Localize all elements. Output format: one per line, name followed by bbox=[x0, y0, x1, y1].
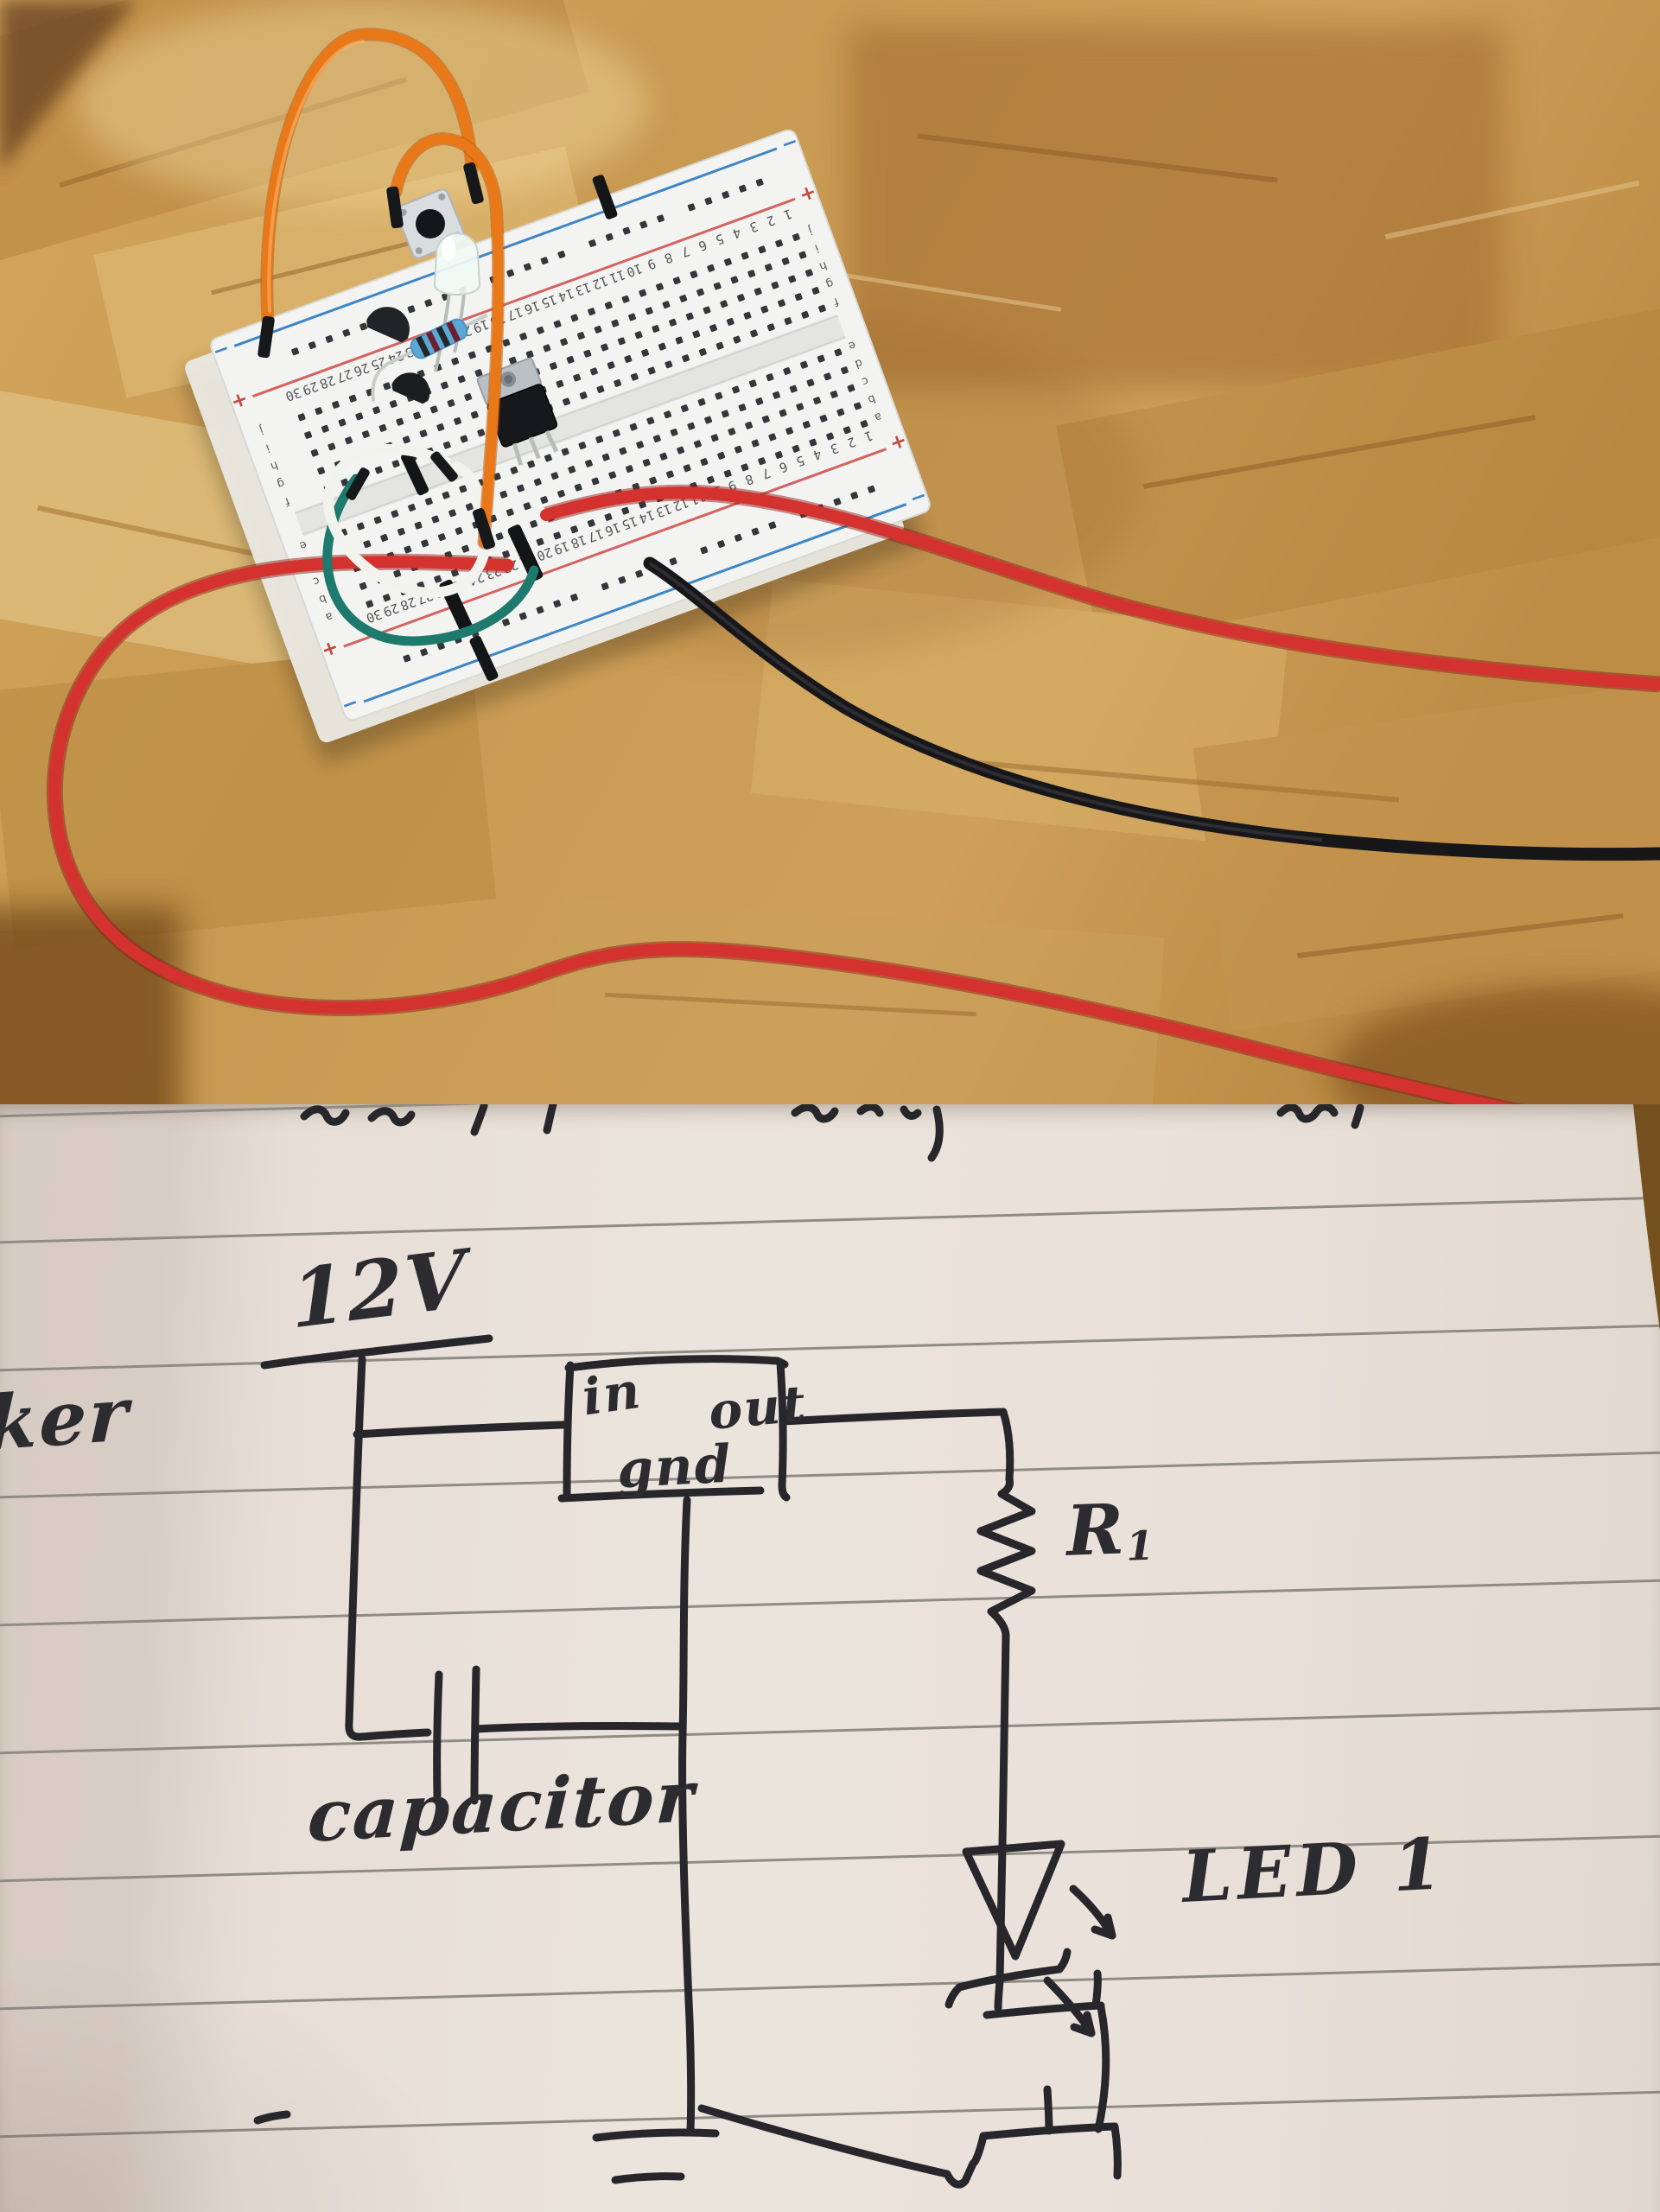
svg-text:j: j bbox=[806, 223, 814, 237]
svg-text:17: 17 bbox=[586, 525, 606, 545]
svg-text:28: 28 bbox=[398, 594, 418, 613]
svg-text:30: 30 bbox=[283, 385, 303, 404]
svg-text:10: 10 bbox=[625, 260, 645, 280]
blue-resistor bbox=[371, 314, 488, 402]
svg-text:f: f bbox=[831, 295, 840, 308]
regulator-box bbox=[353, 1355, 791, 1503]
teal-jumper bbox=[322, 474, 539, 646]
svg-text:29: 29 bbox=[301, 378, 321, 398]
svg-text:15: 15 bbox=[539, 291, 559, 311]
resistor-symbol bbox=[779, 1408, 1036, 1850]
partial-word-label: ker bbox=[0, 1370, 131, 1469]
svg-text:13: 13 bbox=[654, 500, 674, 520]
svg-text:j: j bbox=[258, 423, 265, 436]
svg-text:29: 29 bbox=[381, 600, 401, 620]
svg-text:c: c bbox=[860, 373, 870, 388]
svg-text:11: 11 bbox=[607, 266, 627, 286]
svg-text:15: 15 bbox=[620, 513, 639, 533]
jumper-pin-tips bbox=[258, 162, 496, 550]
svg-text:c: c bbox=[311, 574, 321, 588]
schematic-notebook: 12V ker in out gnd R1 LED 1 capacitor bbox=[0, 1104, 1660, 2212]
regulator-pin-out-label: out bbox=[706, 1374, 810, 1441]
regulator-pin-gnd-label: gnd bbox=[615, 1433, 735, 1501]
table-edge-wedge bbox=[1633, 1104, 1660, 1331]
svg-text:20: 20 bbox=[535, 544, 555, 564]
supply-voltage-label: 12V bbox=[288, 1231, 470, 1347]
svg-text:14: 14 bbox=[637, 507, 657, 527]
svg-text:26: 26 bbox=[352, 359, 372, 379]
resistor-label: R1 bbox=[1065, 1488, 1157, 1572]
svg-text:13: 13 bbox=[573, 279, 593, 299]
ground-symbol bbox=[592, 2128, 720, 2184]
svg-text:14: 14 bbox=[557, 285, 576, 305]
red-power-wire bbox=[540, 484, 1660, 693]
orange-jumper-b bbox=[389, 132, 506, 550]
led-label: LED 1 bbox=[1180, 1822, 1450, 1919]
supply-rail bbox=[260, 1334, 493, 1741]
regulator-pin-in-label: in bbox=[578, 1360, 646, 1427]
capacitor-symbol bbox=[433, 1665, 686, 1805]
light-reflection bbox=[78, 0, 648, 207]
stray-mark bbox=[253, 2110, 291, 2125]
svg-text:28: 28 bbox=[317, 372, 337, 392]
ruled-lines bbox=[0, 1104, 1660, 2139]
orange-jumper-a bbox=[260, 28, 479, 328]
schematic-ink bbox=[253, 1334, 1122, 2189]
black-power-wire bbox=[643, 556, 1660, 861]
capacitor-label: capacitor bbox=[305, 1755, 697, 1859]
svg-text:19: 19 bbox=[551, 537, 571, 557]
to92-transistor bbox=[391, 372, 430, 404]
svg-text:12: 12 bbox=[590, 273, 610, 293]
led-symbol bbox=[944, 1840, 1116, 2037]
svg-text:27: 27 bbox=[334, 365, 354, 385]
svg-text:30: 30 bbox=[364, 606, 384, 626]
svg-text:i: i bbox=[264, 441, 271, 454]
svg-text:17: 17 bbox=[505, 304, 525, 324]
svg-text:18: 18 bbox=[569, 531, 588, 551]
red-wire-loop bbox=[47, 553, 1523, 1104]
svg-text:f: f bbox=[283, 494, 291, 508]
schematic-canvas bbox=[0, 1104, 1660, 2189]
svg-text:16: 16 bbox=[522, 297, 542, 317]
photo-canvas: 1122334455667788991010111112121313141415… bbox=[0, 0, 1660, 1104]
led-bottom-connections bbox=[697, 1969, 1122, 2189]
to92-transistor bbox=[366, 307, 410, 343]
cutoff-handwriting-fragments bbox=[300, 1104, 1364, 1162]
clear-led bbox=[433, 232, 481, 372]
center-channel bbox=[295, 314, 846, 537]
gnd-wire bbox=[678, 1496, 696, 2135]
svg-text:i: i bbox=[813, 241, 821, 254]
svg-text:16: 16 bbox=[603, 519, 623, 539]
